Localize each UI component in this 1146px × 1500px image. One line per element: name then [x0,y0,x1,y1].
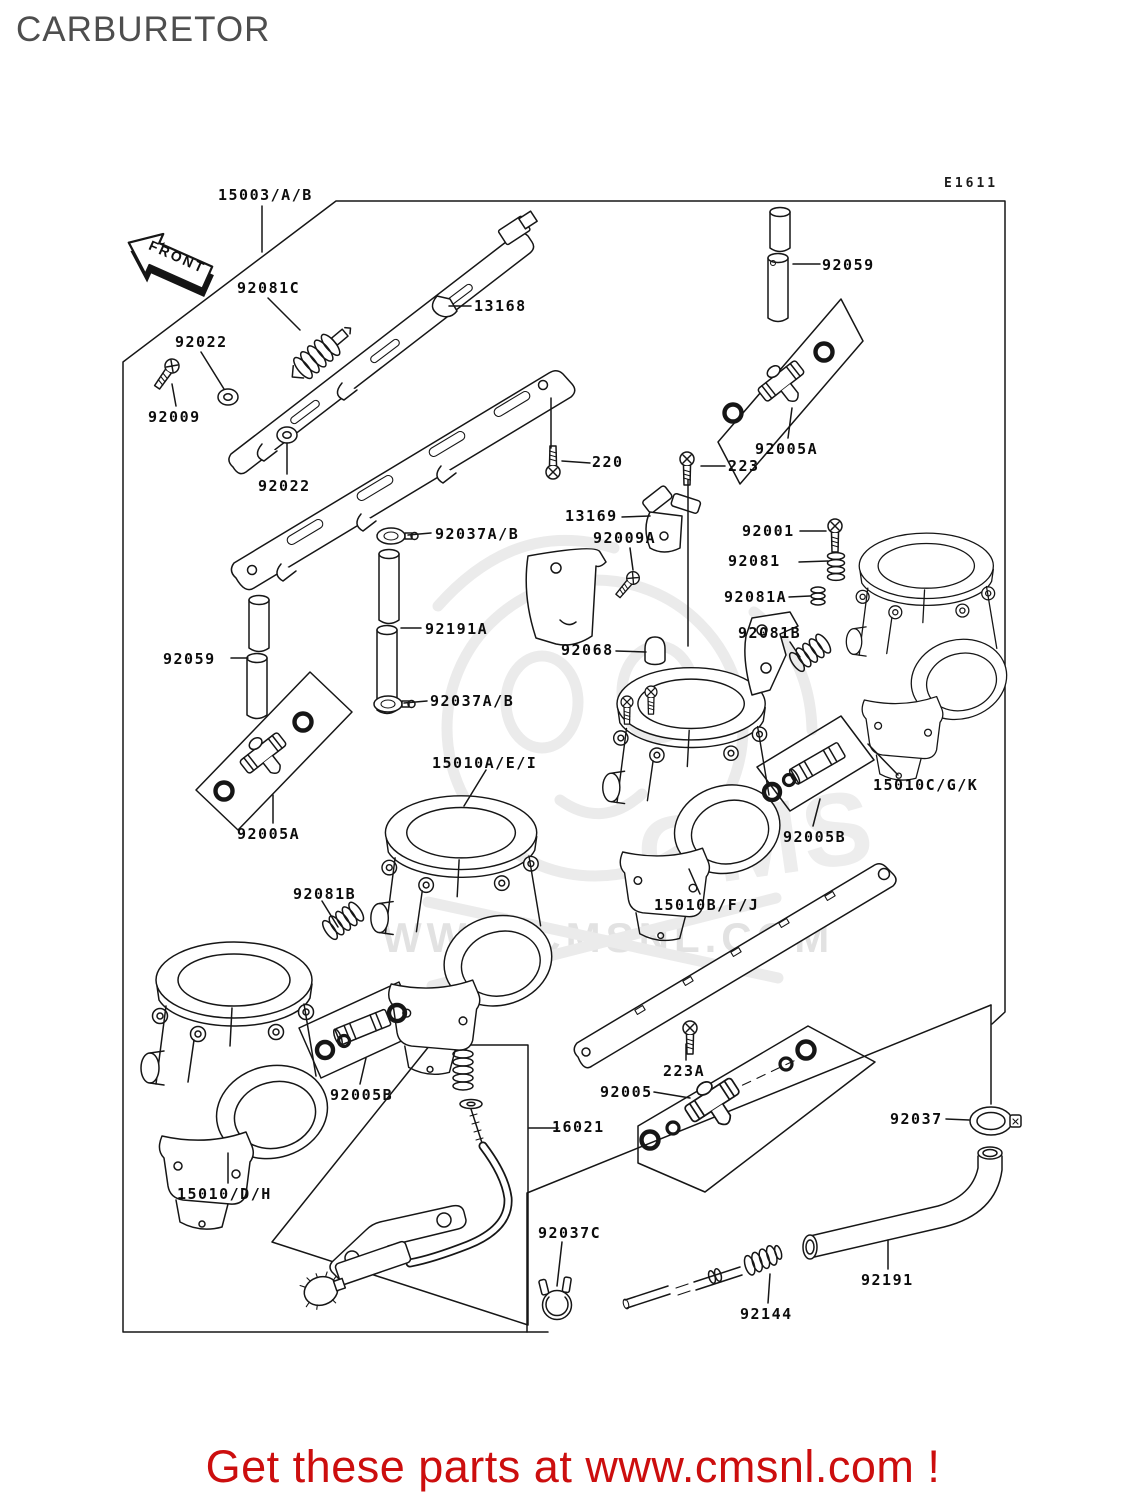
screw-223 [679,451,695,486]
oring-j [639,1129,661,1151]
oring-m [795,1039,817,1061]
oring-a [813,341,835,363]
part-label-15003-a-b: 15003/A/B [218,186,313,204]
bracket-mount-plate [525,548,607,646]
oring-d [213,780,235,802]
part-label-223: 223 [728,457,760,475]
part-label-92081b-left: 92081B [293,885,357,903]
idle-adjuster-spring-92081C [291,326,352,380]
part-label-92001: 92001 [742,522,795,540]
part-label-92022-a: 92022 [175,333,228,351]
clamp-92037C [538,1276,573,1321]
mounting-rail-upper [228,210,538,475]
part-label-15010-aei: 15010A/E/I [432,754,538,772]
part-label-92081c: 92081C [237,279,301,297]
oring-f [781,772,797,788]
part-label-15010-dh: 15010/D/H [177,1185,272,1203]
mounting-rail-lower [230,370,576,591]
screw-220 [545,445,561,480]
oring-i [386,1002,408,1024]
oring-h [336,1033,352,1049]
tfitting-92005A-right [750,352,816,416]
pipe-spring-92144 [622,1244,783,1310]
part-label-13168: 13168 [474,297,527,315]
washer-92022-a [217,388,239,406]
oring-k [665,1120,681,1136]
part-label-92081b-right: 92081B [738,624,802,642]
pipe-92005B-left [331,1008,392,1047]
spring-92081B-left [321,901,365,941]
part-label-92037c: 92037C [538,1224,602,1242]
carburetor-body-4 [845,532,1016,781]
choke-cable-assembly-16021 [299,1049,513,1310]
part-label-16021: 16021 [552,1118,605,1136]
watermark-skull-logo [422,534,818,992]
part-label-220: 220 [592,453,624,471]
frame-outline [122,200,1006,1333]
part-label-92022-b: 92022 [258,477,311,495]
part-label-92191: 92191 [861,1271,914,1289]
pipe-92005B-right [787,741,847,787]
part-label-92005a-left: 92005A [237,825,301,843]
part-label-92005a-right: 92005A [755,440,819,458]
footer-promo-text: Get these parts at www.cmsnl.com ! [205,1441,941,1492]
hose-92191 [802,1146,1003,1260]
tube-92059-left [246,594,270,720]
washer-92022-b [276,426,298,444]
oring-c [292,711,314,733]
part-label-13169: 13169 [565,507,618,525]
part-label-92068: 92068 [561,641,614,659]
grommet-92037AB-upper [376,527,419,545]
oring-e [761,781,783,803]
leader-lines [171,205,992,1304]
part-label-92144: 92144 [740,1305,793,1323]
part-label-92009a: 92009A [593,529,657,547]
part-label-92037: 92037 [890,1110,943,1128]
part-label-92037ab-lower: 92037A/B [430,692,515,710]
spring-92081B-right [788,633,832,673]
part-label-92081: 92081 [728,552,781,570]
page-title: CARBURETOR [16,10,271,49]
part-label-92037ab-upper: 92037A/B [435,525,520,543]
part-label-15010-cgk: 15010C/G/K [873,776,979,794]
part-label-92005b-right: 92005B [783,828,847,846]
screw-92001 [827,518,843,553]
choke-lever-bracket [744,611,799,696]
part-label-92059-right: 92059 [822,256,875,274]
oring-l [778,1056,794,1072]
spring-92081 [826,551,846,582]
screw-92009 [150,355,183,393]
grommet-92037AB-lower [373,695,416,713]
tube-92059-right [767,206,791,323]
front-arrow [127,232,214,298]
part-label-92191a: 92191A [425,620,489,638]
carburetor-body-2 [370,795,563,1076]
cap-92068 [644,636,666,666]
mounting-rail-bottom [573,863,897,1069]
oring-b [722,402,744,424]
bracket-13169 [642,485,702,553]
part-label-92081a: 92081A [724,588,788,606]
part-label-92005b-left: 92005B [330,1086,394,1104]
part-label-92009: 92009 [148,408,201,426]
clamp-92037 [969,1106,1022,1136]
spring-92081A [810,586,826,606]
oring-g [314,1039,336,1061]
part-label-223a: 223A [663,1062,706,1080]
part-label-92005: 92005 [600,1083,653,1101]
tube-92191A [376,548,400,715]
part-label-15010-bfj: 15010B/F/J [654,896,760,914]
part-label-92059-left: 92059 [163,650,216,668]
screw-223A [682,1020,698,1055]
diagram-code: E1611 [944,176,999,191]
